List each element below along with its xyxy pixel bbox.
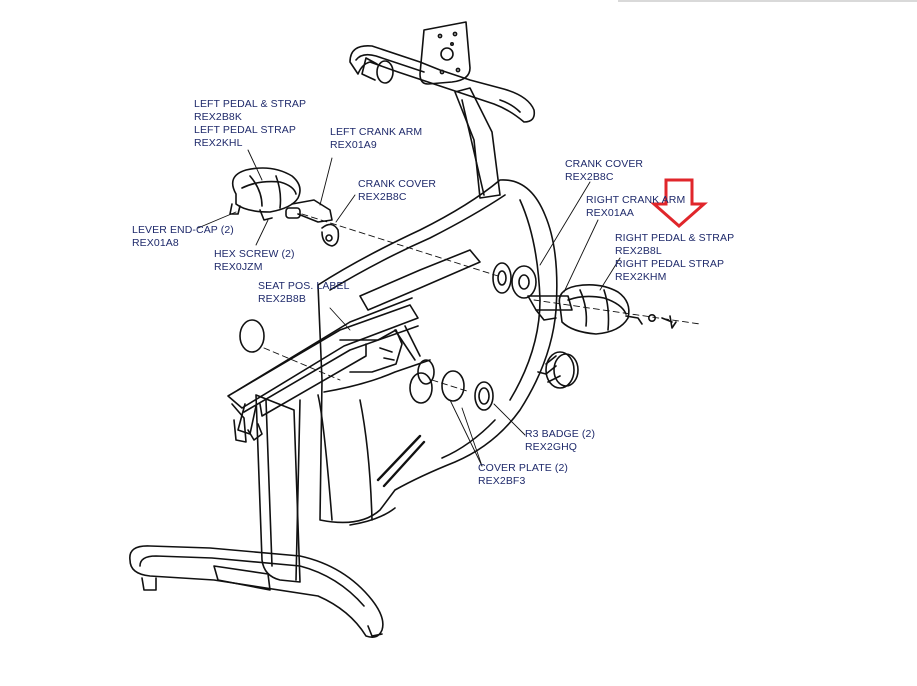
label-name: CRANK COVER [358,178,437,190]
label-name: CRANK COVER [565,158,644,170]
label-part: REX2B8C [358,191,407,203]
label-part: REX01AA [586,207,634,219]
right-pedal-assembly [511,265,677,335]
label-part: REX2B8K [194,111,242,123]
resistance-knob [537,351,579,389]
label-name: RIGHT CRANK ARM [586,194,686,206]
label-part: REX2B8B [258,293,306,305]
left-pedal-assembly [229,167,340,247]
label-name: R3 BADGE (2) [525,428,596,440]
label-right-crank-arm: RIGHT CRANK ARM REX01AA [586,194,685,220]
down-arrow-icon [650,178,708,228]
seat-rail [227,297,419,443]
label-name: SEAT POS. LABEL [258,280,350,292]
handlebar-assembly [349,21,536,199]
label-name: LEFT PEDAL & STRAP [194,98,307,110]
label-r3-badge: R3 BADGE (2) REX2GHQ [525,428,595,454]
window-top-edge [618,0,917,2]
explode-lines [263,213,701,393]
side-badges [239,319,494,411]
label-right-pedal-strap-assy: RIGHT PEDAL & STRAP REX2B8L RIGHT PEDAL … [615,232,734,284]
label-part: REX0JZM [214,261,263,273]
label-part: REX2GHQ [525,441,578,453]
label-name: LEVER END-CAP (2) [132,224,234,236]
label-name: HEX SCREW (2) [214,248,295,260]
base-foot [129,545,384,638]
label-seat-pos: SEAT POS. LABEL REX2B8B [258,280,350,306]
label-name: LEFT CRANK ARM [330,126,423,138]
label-cover-plate: COVER PLATE (2) REX2BF3 [478,462,568,488]
label-part: REX2BF3 [478,475,526,487]
label-name: COVER PLATE (2) [478,462,568,474]
label-left-crank-arm: LEFT CRANK ARM REX01A9 [330,126,422,152]
label-crank-cover-right: CRANK COVER REX2B8C [565,158,643,184]
label-hex-screw: HEX SCREW (2) REX0JZM [214,248,295,274]
upright-column [237,394,301,583]
label-crank-cover-left: CRANK COVER REX2B8C [358,178,436,204]
label-lever-end-cap: LEVER END-CAP (2) REX01A8 [132,224,234,250]
label-part: REX2KHM [615,271,667,283]
label-part: REX2B8C [565,171,614,183]
label-name: RIGHT PEDAL STRAP [615,258,725,270]
label-name: RIGHT PEDAL & STRAP [615,232,735,244]
label-part: REX01A9 [330,139,377,151]
label-part: REX2B8L [615,245,662,257]
leader-lines [197,149,621,467]
label-part: REX01A8 [132,237,179,249]
label-left-pedal-strap-assy: LEFT PEDAL & STRAP REX2B8K LEFT PEDAL ST… [194,98,306,150]
label-part: REX2KHL [194,137,243,149]
label-name: LEFT PEDAL STRAP [194,124,296,136]
crank-hub-left [492,262,512,294]
